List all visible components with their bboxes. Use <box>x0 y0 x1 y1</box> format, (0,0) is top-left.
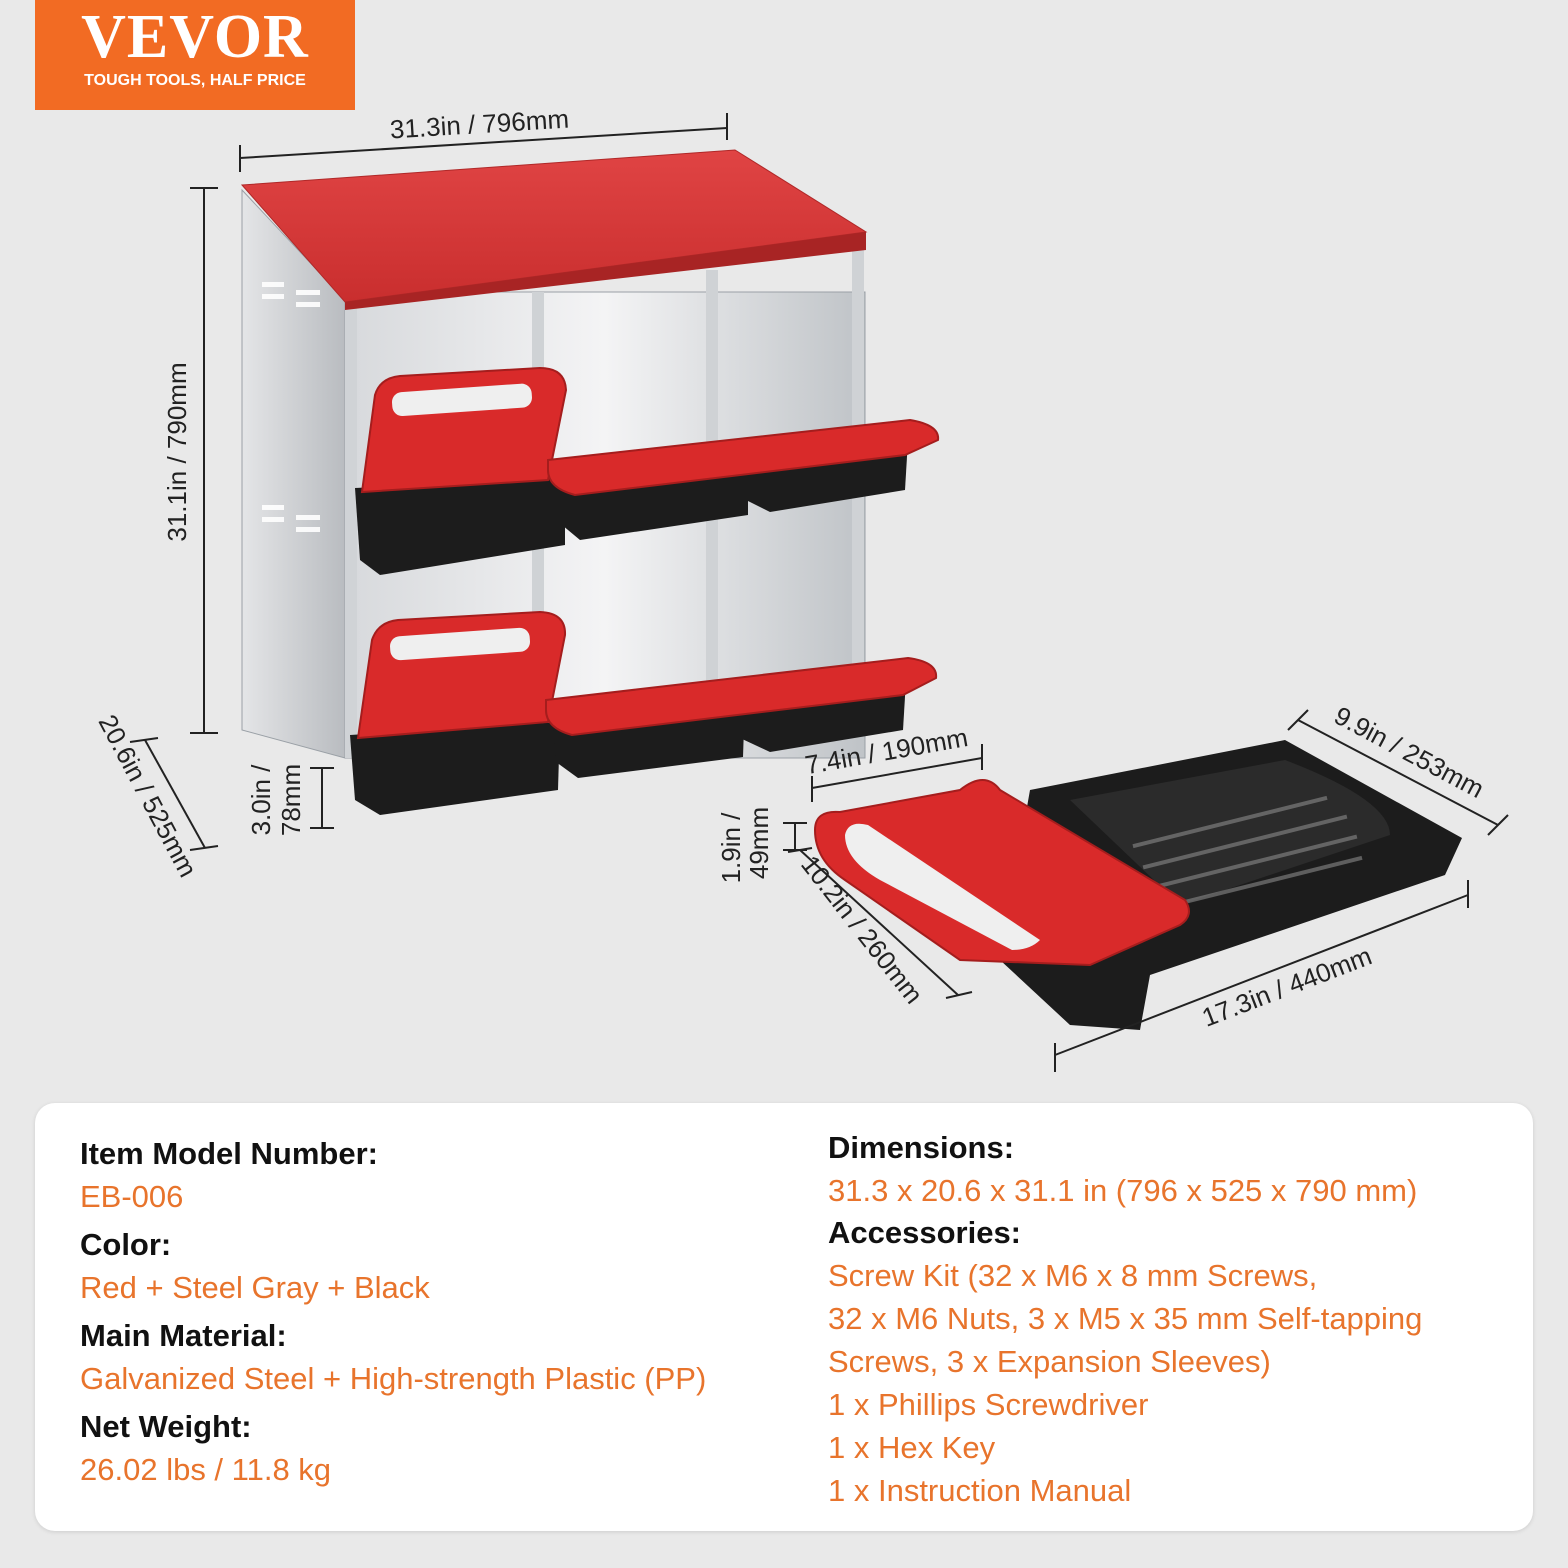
accessory-line: 32 x M6 Nuts, 3 x M5 x 35 mm Self-tappin… <box>828 1301 1423 1336</box>
spec-weight-value: 26.02 lbs / 11.8 kg <box>80 1452 332 1487</box>
accessory-line: 1 x Phillips Screwdriver <box>828 1387 1149 1422</box>
nesting-box-cabinet <box>240 149 940 815</box>
accessory-line: 1 x Hex Key <box>828 1430 996 1465</box>
spec-model-label: Item Model Number: <box>80 1136 378 1171</box>
spec-dimensions-value: 31.3 x 20.6 x 31.1 in (796 x 525 x 790 m… <box>828 1173 1418 1208</box>
accessory-line: Screw Kit (32 x M6 x 8 mm Screws, <box>828 1258 1318 1293</box>
brand-tagline: TOUGH TOOLS, HALF PRICE <box>84 72 306 89</box>
dimension-foot-line1: 3.0in / <box>246 764 276 836</box>
dimension-foot-line2: 78mm <box>276 764 306 836</box>
spec-material-label: Main Material: <box>80 1318 287 1353</box>
spec-accessories-label: Accessories: <box>828 1215 1022 1250</box>
spec-column-left: Item Model Number: EB-006 Color: Red + S… <box>80 1127 780 1497</box>
spec-card: Item Model Number: EB-006 Color: Red + S… <box>35 1103 1533 1531</box>
dimension-depth: 20.6in / 525mm <box>93 710 204 882</box>
accessory-line: Screws, 3 x Expansion Sleeves) <box>828 1344 1271 1379</box>
dimension-box-height-line1: 1.9in / <box>716 812 746 884</box>
dimension-height: 31.1in / 790mm <box>162 362 192 541</box>
spec-model-value: EB-006 <box>80 1179 184 1214</box>
dimension-box-height-line2: 49mm <box>744 807 774 879</box>
dimension-lines <box>129 113 1509 1072</box>
spec-color-value: Red + Steel Gray + Black <box>80 1270 430 1305</box>
nest-row-bottom <box>350 610 938 815</box>
brand-logo: VEVOR TOUGH TOOLS, HALF PRICE <box>35 0 355 110</box>
brand-name: VEVOR <box>81 3 309 71</box>
dimension-box-length: 17.3in / 440mm <box>1198 940 1376 1032</box>
spec-material-value: Galvanized Steel + High-strength Plastic… <box>80 1361 707 1396</box>
spec-column-right: Dimensions: 31.3 x 20.6 x 31.1 in (796 x… <box>828 1127 1518 1512</box>
single-tray-illustration <box>813 740 1462 1030</box>
spec-color-label: Color: <box>80 1227 172 1262</box>
product-illustration: 31.3in / 796mm 31.1in / 790mm 20.6in / 5… <box>93 104 1509 1072</box>
spec-dimensions-label: Dimensions: <box>828 1130 1015 1165</box>
dimension-top-width: 31.3in / 796mm <box>389 104 570 145</box>
spec-weight-label: Net Weight: <box>80 1409 252 1444</box>
nest-row-top <box>355 366 940 575</box>
accessory-line: 1 x Instruction Manual <box>828 1473 1132 1508</box>
